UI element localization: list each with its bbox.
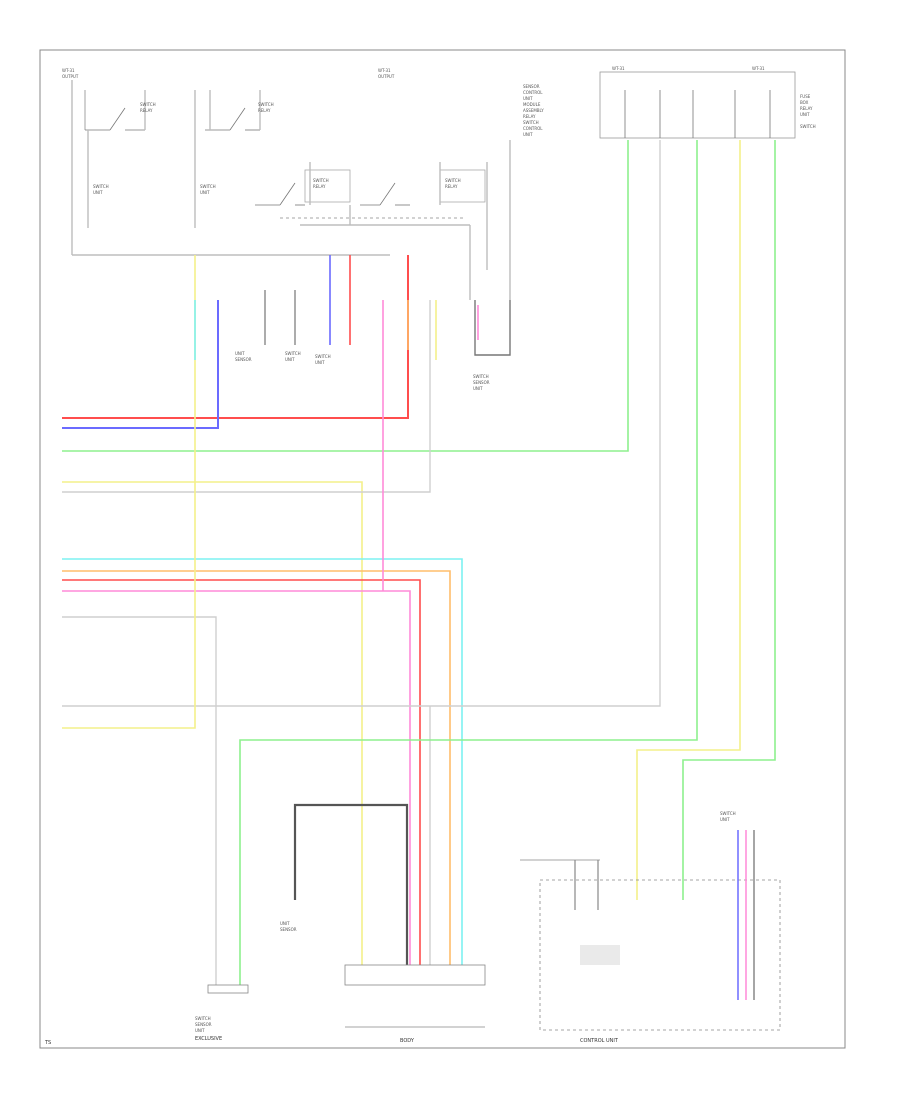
bottom-left-connector-label: EXCLUSIVE	[195, 1036, 222, 1042]
svg-text:SWITCH: SWITCH	[285, 351, 301, 356]
svg-text:OUTPUT: OUTPUT	[62, 74, 79, 79]
svg-text:SWITCH: SWITCH	[200, 184, 216, 189]
svg-text:SWITCH: SWITCH	[720, 811, 736, 816]
svg-text:SENSOR: SENSOR	[235, 357, 252, 362]
svg-text:RELAY: RELAY	[313, 184, 326, 189]
svg-text:UNIT: UNIT	[800, 112, 810, 117]
svg-text:CONTROL: CONTROL	[523, 126, 543, 131]
footer-code: TS	[44, 1040, 51, 1046]
svg-text:SWITCH: SWITCH	[313, 178, 329, 183]
svg-text:WT-31: WT-31	[612, 66, 625, 71]
svg-text:RELAY: RELAY	[800, 106, 813, 111]
svg-text:WT-31: WT-31	[378, 68, 391, 73]
svg-text:SWITCH: SWITCH	[315, 354, 331, 359]
svg-text:SWITCH: SWITCH	[195, 1016, 211, 1021]
svg-text:UNIT: UNIT	[315, 360, 325, 365]
svg-text:SWITCH: SWITCH	[445, 178, 461, 183]
svg-text:RELAY: RELAY	[523, 114, 536, 119]
top-left-switch-group	[71, 80, 511, 300]
svg-text:UNIT: UNIT	[93, 190, 103, 195]
svg-text:UNIT: UNIT	[720, 817, 730, 822]
svg-text:WT-31: WT-31	[62, 68, 75, 73]
body-connector-label: BODY	[400, 1038, 415, 1044]
svg-text:UNIT: UNIT	[280, 921, 290, 926]
diagram-frame	[39, 49, 846, 1049]
svg-text:SWITCH: SWITCH	[258, 102, 274, 107]
control-unit-label: CONTROL UNIT	[580, 1038, 619, 1044]
svg-text:UNIT: UNIT	[200, 190, 210, 195]
svg-text:FUSE: FUSE	[800, 94, 811, 99]
svg-text:SENSOR: SENSOR	[280, 927, 297, 932]
svg-text:UNIT: UNIT	[285, 357, 295, 362]
svg-text:SENSOR: SENSOR	[523, 84, 540, 89]
svg-text:RELAY: RELAY	[258, 108, 271, 113]
body-connector: BODY	[344, 964, 486, 1044]
svg-text:MODULE: MODULE	[523, 102, 541, 107]
svg-text:SWITCH: SWITCH	[140, 102, 156, 107]
svg-text:SENSOR: SENSOR	[473, 380, 490, 385]
svg-text:SWITCH: SWITCH	[473, 374, 489, 379]
svg-text:UNIT: UNIT	[235, 351, 245, 356]
svg-text:ASSEMBLY: ASSEMBLY	[523, 108, 544, 113]
svg-text:RELAY: RELAY	[140, 108, 153, 113]
svg-text:SWITCH: SWITCH	[523, 120, 539, 125]
svg-text:UNIT: UNIT	[473, 386, 483, 391]
svg-text:SWITCH: SWITCH	[800, 124, 816, 129]
svg-text:OUTPUT: OUTPUT	[378, 74, 395, 79]
wire-harness	[62, 140, 776, 985]
svg-text:SWITCH: SWITCH	[93, 184, 109, 189]
svg-text:BOX: BOX	[800, 100, 809, 105]
svg-text:RELAY: RELAY	[445, 184, 458, 189]
svg-text:SENSOR: SENSOR	[195, 1022, 212, 1027]
svg-text:UNIT: UNIT	[195, 1028, 205, 1033]
svg-text:CONTROL: CONTROL	[523, 90, 543, 95]
svg-text:UNIT: UNIT	[523, 132, 533, 137]
svg-text:WT-31: WT-31	[752, 66, 765, 71]
svg-text:UNIT: UNIT	[523, 96, 533, 101]
